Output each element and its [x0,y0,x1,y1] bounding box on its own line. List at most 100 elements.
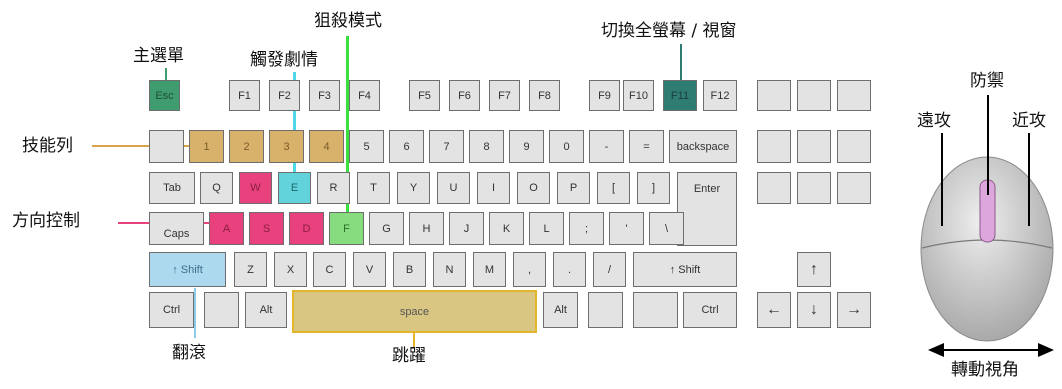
skill-bar-label: 技能列 [22,136,73,156]
key-f9[interactable]: F9 [589,80,620,111]
fullscreen-label: 切換全螢幕 / 視窗 [601,21,737,41]
key-z[interactable]: Z [234,252,267,287]
key-f4[interactable]: F4 [349,80,380,111]
key-f6[interactable]: F6 [449,80,480,111]
key-semicolon[interactable]: ; [569,212,604,245]
key-6[interactable]: 6 [389,130,424,163]
key-f5[interactable]: F5 [409,80,440,111]
key-9[interactable]: 9 [509,130,544,163]
key-m[interactable]: M [473,252,506,287]
key-nav-2[interactable] [797,80,831,111]
key-u[interactable]: U [437,172,470,204]
arrow-right-head [1038,343,1054,357]
key-s[interactable]: S [249,212,284,245]
key-nav-8[interactable] [797,172,831,204]
key-g[interactable]: G [369,212,404,245]
key-right-ctrl[interactable]: Ctrl [683,292,737,328]
key-nav-9[interactable] [837,172,871,204]
key-n[interactable]: N [433,252,466,287]
key-backspace[interactable]: backspace [669,130,737,163]
ranged-attack-label: 遠攻 [917,111,951,131]
key-1[interactable]: 1 [189,130,224,163]
key-tab[interactable]: Tab [149,172,195,204]
key-lbracket[interactable]: [ [597,172,630,204]
key-7[interactable]: 7 [429,130,464,163]
key-h[interactable]: H [409,212,444,245]
key-i[interactable]: I [477,172,510,204]
key-f1[interactable]: F1 [229,80,260,111]
key-f3[interactable]: F3 [309,80,340,111]
key-quote[interactable]: ' [609,212,644,245]
key-2[interactable]: 2 [229,130,264,163]
key-left-ctrl[interactable]: Ctrl [149,292,194,328]
key-b[interactable]: B [393,252,426,287]
key-f[interactable]: F [329,212,364,245]
key-arrow-up[interactable]: ↑ [797,252,831,287]
key-right-win[interactable] [588,292,623,328]
key-f2[interactable]: F2 [269,80,300,111]
key-a[interactable]: A [209,212,244,245]
fullscreen-line [680,44,682,80]
key-3[interactable]: 3 [269,130,304,163]
key-e[interactable]: E [278,172,311,204]
key-f10[interactable]: F10 [623,80,654,111]
key-j[interactable]: J [449,212,484,245]
sniper-mode-label: 狙殺模式 [314,11,382,31]
key-menu[interactable] [633,292,678,328]
mouse-button-split [921,239,1053,249]
key-c[interactable]: C [313,252,346,287]
touch-trigger-line [293,72,296,180]
key-o[interactable]: O [517,172,550,204]
key-v[interactable]: V [353,252,386,287]
key-win[interactable] [204,292,239,328]
key-8[interactable]: 8 [469,130,504,163]
key-nav-3[interactable] [837,80,871,111]
key-nav-4[interactable] [757,130,791,163]
key-equals[interactable]: = [629,130,664,163]
key-arrow-right[interactable]: → [837,292,871,328]
key-l[interactable]: L [529,212,564,245]
key-r[interactable]: R [317,172,350,204]
key-arrow-left[interactable]: ← [757,292,791,328]
key-space[interactable]: space [292,290,537,333]
key-backslash[interactable]: \ [649,212,684,245]
key-arrow-down[interactable]: ↓ [797,292,831,328]
key-w[interactable]: W [239,172,272,204]
key-rbracket[interactable]: ] [637,172,670,204]
key-period[interactable]: . [553,252,586,287]
key-y[interactable]: Y [397,172,430,204]
key-q[interactable]: Q [200,172,233,204]
key-comma[interactable]: , [513,252,546,287]
key-backtick[interactable] [149,130,184,163]
key-f12[interactable]: F12 [703,80,737,111]
key-caps[interactable]: Caps [149,212,204,245]
jump-label: 跳躍 [392,346,426,366]
key-f11[interactable]: F11 [663,80,697,111]
key-k[interactable]: K [489,212,524,245]
key-left-shift[interactable]: ↑ Shift [149,252,226,287]
key-d[interactable]: D [289,212,324,245]
key-minus[interactable]: - [589,130,624,163]
key-nav-5[interactable] [797,130,831,163]
key-4[interactable]: 4 [309,130,344,163]
key-nav-7[interactable] [757,172,791,204]
key-right-shift[interactable]: ↑ Shift [633,252,737,287]
key-x[interactable]: X [274,252,307,287]
key-5[interactable]: 5 [349,130,384,163]
roll-label: 翻滾 [172,343,206,363]
key-right-alt[interactable]: Alt [543,292,578,328]
key-slash[interactable]: / [593,252,626,287]
touch-trigger-label: 觸發劇情 [250,50,318,70]
main-menu-label: 主選單 [133,46,184,66]
key-t[interactable]: T [357,172,390,204]
key-left-alt[interactable]: Alt [245,292,287,328]
key-enter[interactable]: Enter [677,172,737,246]
key-f8[interactable]: F8 [529,80,560,111]
key-nav-6[interactable] [837,130,871,163]
key-f7[interactable]: F7 [489,80,520,111]
key-esc[interactable]: Esc [149,80,180,111]
key-0[interactable]: 0 [549,130,584,163]
defend-label: 防禦 [970,71,1004,91]
key-p[interactable]: P [557,172,590,204]
key-nav-1[interactable] [757,80,791,111]
